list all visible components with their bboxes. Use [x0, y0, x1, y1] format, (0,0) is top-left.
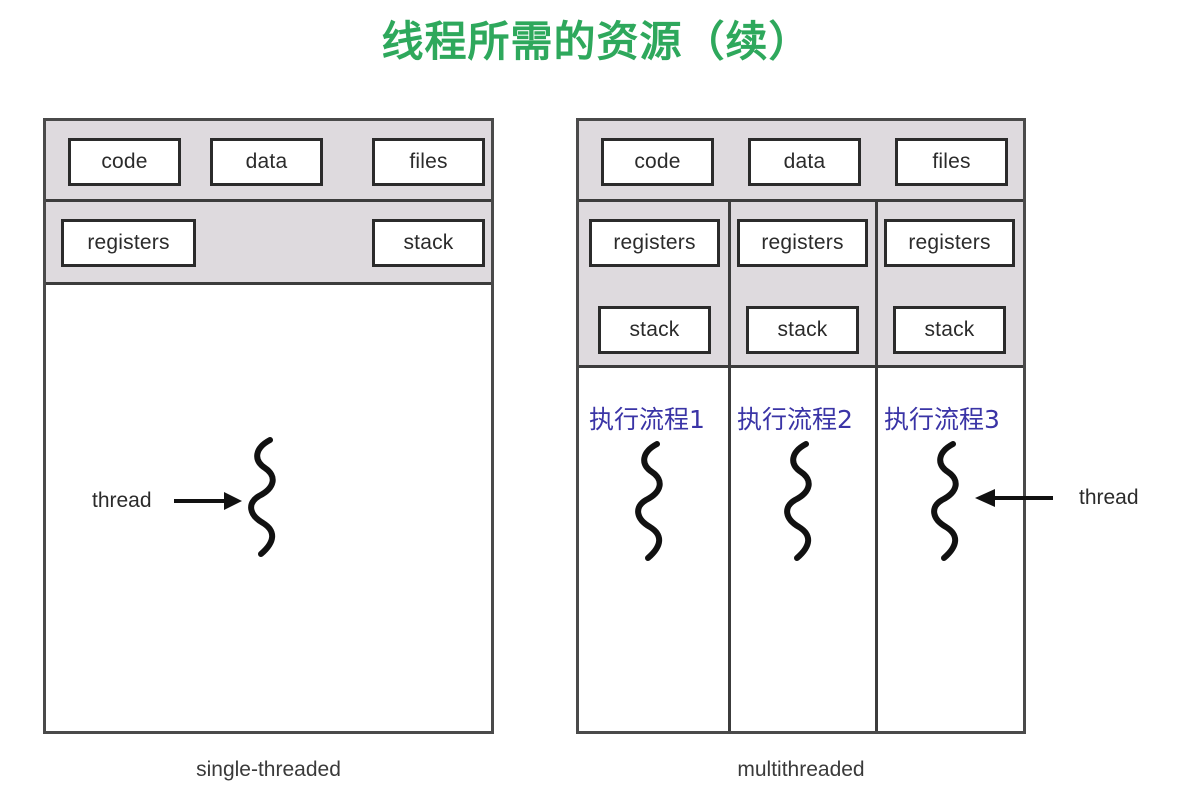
single-threaded-process-frame: code data files registers stack: [43, 118, 494, 734]
multithreaded-stack-box-3: stack: [893, 306, 1006, 354]
multithreaded-registers-label-2: registers: [761, 231, 844, 254]
multithreaded-data-label: data: [783, 150, 826, 173]
multithreaded-column-separator-1: [728, 202, 731, 731]
single-threaded-divider-1: [46, 199, 491, 202]
multithreaded-divider-2: [579, 365, 1023, 368]
multithreaded-stack-box-2: stack: [746, 306, 859, 354]
multithreaded-code-label: code: [634, 150, 681, 173]
single-threaded-caption: single-threaded: [196, 758, 341, 781]
multithreaded-code-box: code: [601, 138, 714, 186]
single-threaded-thread-annotation: thread: [92, 489, 152, 512]
single-threaded-files-box: files: [372, 138, 485, 186]
multithreaded-files-label: files: [932, 150, 971, 173]
multithreaded-registers-label-1: registers: [613, 231, 696, 254]
multithreaded-thread-annotation: thread: [1079, 486, 1139, 509]
single-threaded-stack-label: stack: [403, 231, 454, 254]
multithreaded-thread-arrow-icon: [975, 489, 1053, 507]
multithreaded-stack-label-2: stack: [777, 318, 828, 341]
multithreaded-process-frame: code data files registers stack register…: [576, 118, 1026, 734]
single-threaded-files-label: files: [409, 150, 448, 173]
multithreaded-data-box: data: [748, 138, 861, 186]
multithreaded-registers-box-3: registers: [884, 219, 1015, 267]
multithreaded-flow-label-1: 执行流程1: [589, 405, 705, 434]
single-threaded-code-label: code: [101, 150, 148, 173]
single-threaded-code-box: code: [68, 138, 181, 186]
multithreaded-registers-label-3: registers: [908, 231, 991, 254]
multithreaded-registers-box-2: registers: [737, 219, 868, 267]
single-threaded-stack-box: stack: [372, 219, 485, 267]
multithreaded-files-box: files: [895, 138, 1008, 186]
single-threaded-divider-2: [46, 282, 491, 285]
multithreaded-column-separator-2: [875, 202, 878, 731]
multithreaded-flow-label-2: 执行流程2: [737, 405, 853, 434]
single-threaded-data-box: data: [210, 138, 323, 186]
multithreaded-caption: multithreaded: [737, 758, 865, 781]
multithreaded-thread-squiggle-1: [635, 441, 663, 561]
single-threaded-thread-squiggle: [248, 437, 276, 557]
single-threaded-registers-box: registers: [61, 219, 196, 267]
multithreaded-flow-label-3: 执行流程3: [884, 405, 1000, 434]
single-threaded-data-label: data: [245, 150, 288, 173]
multithreaded-stack-label-3: stack: [924, 318, 975, 341]
single-threaded-thread-arrow-icon: [174, 492, 242, 510]
multithreaded-divider-1: [579, 199, 1023, 202]
multithreaded-stack-box-1: stack: [598, 306, 711, 354]
multithreaded-registers-box-1: registers: [589, 219, 720, 267]
page-title: 线程所需的资源（续）: [381, 18, 812, 65]
multithreaded-thread-squiggle-3: [931, 441, 959, 561]
multithreaded-thread-squiggle-2: [784, 441, 812, 561]
multithreaded-stack-label-1: stack: [629, 318, 680, 341]
single-threaded-registers-label: registers: [87, 231, 170, 254]
